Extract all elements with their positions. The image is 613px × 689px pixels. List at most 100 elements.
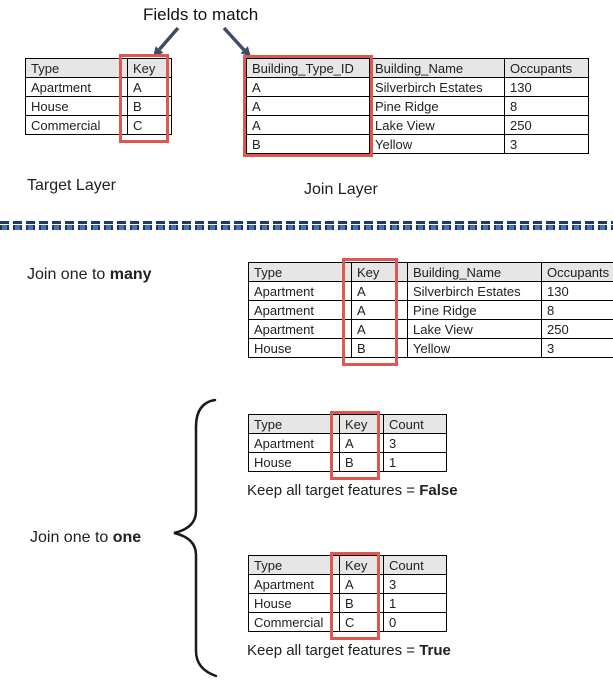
column-header: Type <box>248 414 340 434</box>
column-header: Key <box>339 414 384 434</box>
table-cell: Commercial <box>25 115 128 135</box>
table-cell: A <box>351 281 408 301</box>
column-header: Occupants <box>504 58 589 78</box>
column-header: Type <box>25 58 128 78</box>
join-layer-caption: Join Layer <box>304 181 378 198</box>
table-cell: House <box>248 452 340 472</box>
table-cell: 8 <box>541 300 613 320</box>
table-cell: A <box>127 77 172 97</box>
column-header: Key <box>339 555 384 575</box>
table-cell: 3 <box>541 338 613 358</box>
column-header: Building_Name <box>369 58 505 78</box>
fields-to-match-arrows <box>153 26 251 57</box>
keep-false-caption-prefix: Keep all target features = <box>247 482 420 499</box>
join-one-to-one-label: Join one to one <box>30 529 141 547</box>
section-divider <box>0 221 613 230</box>
table-cell: 0 <box>383 612 447 632</box>
join-one-to-one-label-prefix: Join one to <box>30 529 113 546</box>
fields-to-match-label: Fields to match <box>143 5 259 24</box>
table-cell: B <box>339 452 384 472</box>
table-cell: 250 <box>541 319 613 339</box>
column-header: Key <box>351 262 408 282</box>
table-cell: 8 <box>504 96 589 116</box>
target-layer-caption: Target Layer <box>27 177 116 194</box>
column-header: Type <box>248 262 352 282</box>
table-cell: A <box>339 433 384 453</box>
column-header: Key <box>127 58 172 78</box>
column-header: Building_Name <box>407 262 542 282</box>
arrow-left-icon <box>153 26 180 57</box>
table-cell: B <box>127 96 172 116</box>
table-cell: Apartment <box>248 574 340 594</box>
table-cell: Silverbirch Estates <box>407 281 542 301</box>
table-cell: B <box>246 134 370 154</box>
table-cell: 130 <box>541 281 613 301</box>
table-cell: 3 <box>383 433 447 453</box>
curly-brace-icon <box>173 398 218 678</box>
table-cell: Silverbirch Estates <box>369 77 505 97</box>
column-header: Type <box>248 555 340 575</box>
join-one-to-one-label-bold: one <box>112 529 142 546</box>
arrow-right-icon <box>222 26 251 57</box>
table-cell: Lake View <box>407 319 542 339</box>
table-cell: B <box>339 593 384 613</box>
table-cell: 130 <box>504 77 589 97</box>
join-one-to-many-label-prefix: Join one to <box>27 266 110 283</box>
keep-true-caption-bold: True <box>419 642 451 659</box>
column-header: Occupants <box>541 262 613 282</box>
keep-false-caption: Keep all target features = False <box>247 482 458 499</box>
table-cell: B <box>351 338 408 358</box>
join-one-to-many-label-bold: many <box>109 266 152 283</box>
table-cell: 1 <box>383 593 447 613</box>
join-one-to-many-label: Join one to many <box>27 266 152 284</box>
table-cell: Lake View <box>369 115 505 135</box>
table-cell: C <box>339 612 384 632</box>
table-cell: House <box>25 96 128 116</box>
column-header: Count <box>383 414 447 434</box>
table-cell: A <box>351 300 408 320</box>
table-cell: 3 <box>504 134 589 154</box>
table-cell: Apartment <box>248 281 352 301</box>
table-cell: A <box>246 115 370 135</box>
table-cell: House <box>248 593 340 613</box>
table-cell: 1 <box>383 452 447 472</box>
table-cell: Pine Ridge <box>407 300 542 320</box>
table-cell: A <box>351 319 408 339</box>
table-cell: A <box>246 77 370 97</box>
table-cell: Yellow <box>407 338 542 358</box>
table-cell: Apartment <box>248 300 352 320</box>
table-cell: Apartment <box>25 77 128 97</box>
column-header: Building_Type_ID <box>246 58 370 78</box>
table-cell: House <box>248 338 352 358</box>
table-cell: 3 <box>383 574 447 594</box>
table-cell: 250 <box>504 115 589 135</box>
table-cell: Commercial <box>248 612 340 632</box>
table-cell: A <box>339 574 384 594</box>
keep-false-caption-bold: False <box>419 482 458 499</box>
column-header: Count <box>383 555 447 575</box>
